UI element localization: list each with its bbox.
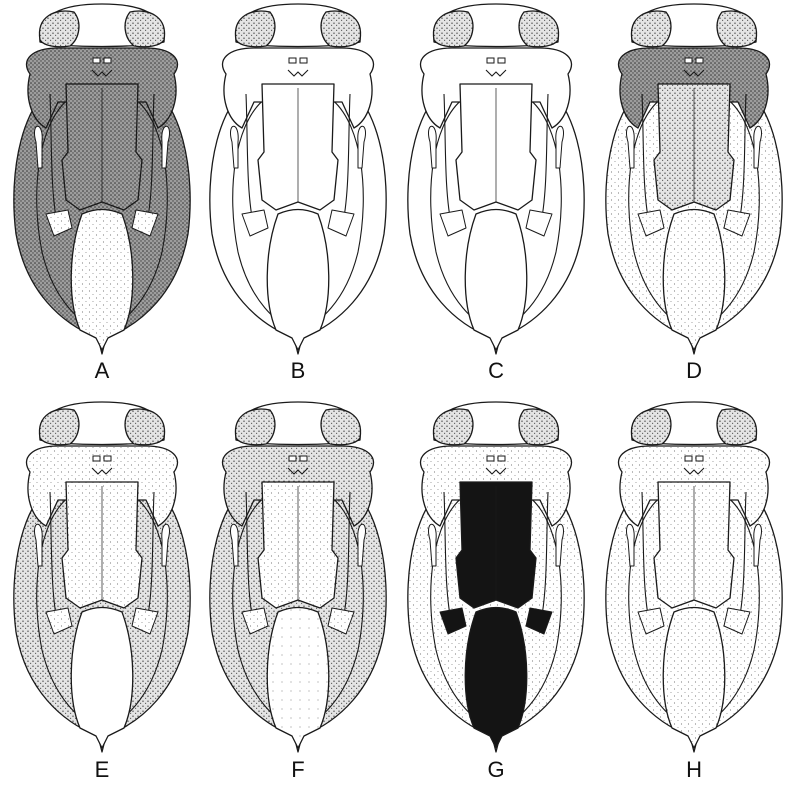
left-eye <box>433 409 472 445</box>
right-eye <box>519 409 558 445</box>
panel-label: A <box>95 358 110 383</box>
panel-label: G <box>487 757 504 782</box>
center-mark <box>487 58 494 63</box>
specimen-panel-d: D <box>606 4 782 383</box>
panel-label: B <box>291 358 306 383</box>
right-eye <box>519 11 558 47</box>
center-mark <box>93 58 100 63</box>
center-mark <box>104 58 111 63</box>
left-eye <box>631 409 670 445</box>
center-mark <box>487 456 494 461</box>
specimen-panel-c: C <box>408 4 584 383</box>
right-eye <box>125 409 164 445</box>
center-mark <box>696 58 703 63</box>
right-eye <box>125 11 164 47</box>
right-eye <box>717 409 756 445</box>
center-mark <box>300 456 307 461</box>
left-eye <box>39 11 78 47</box>
center-mark <box>289 58 296 63</box>
specimen-panel-e: E <box>14 402 190 782</box>
right-eye <box>321 409 360 445</box>
center-mark <box>685 456 692 461</box>
center-mark <box>289 456 296 461</box>
right-eye <box>717 11 756 47</box>
left-eye <box>631 11 670 47</box>
lower-body <box>71 608 133 749</box>
center-mark <box>498 58 505 63</box>
lower-body <box>267 210 329 351</box>
left-eye <box>433 11 472 47</box>
panel-label: D <box>686 358 702 383</box>
left-eye <box>39 409 78 445</box>
specimen-panel-a: A <box>14 4 190 383</box>
center-mark <box>498 456 505 461</box>
specimen-panel-f: F <box>210 402 386 782</box>
center-mark <box>93 456 100 461</box>
specimen-panel-g: G <box>408 402 584 782</box>
right-eye <box>321 11 360 47</box>
lower-body <box>465 608 527 749</box>
center-mark <box>685 58 692 63</box>
center-mark <box>696 456 703 461</box>
left-eye <box>235 409 274 445</box>
lower-body <box>267 608 329 749</box>
panel-label: H <box>686 757 702 782</box>
panel-label: C <box>488 358 504 383</box>
lower-body <box>465 210 527 351</box>
specimen-panel-b: B <box>210 4 386 383</box>
lower-body <box>71 210 133 351</box>
panel-label: E <box>95 757 110 782</box>
panel-label: F <box>291 757 304 782</box>
center-mark <box>300 58 307 63</box>
lower-body <box>663 608 725 749</box>
lower-body <box>663 210 725 351</box>
specimen-panel-h: H <box>606 402 782 782</box>
left-eye <box>235 11 274 47</box>
center-mark <box>104 456 111 461</box>
